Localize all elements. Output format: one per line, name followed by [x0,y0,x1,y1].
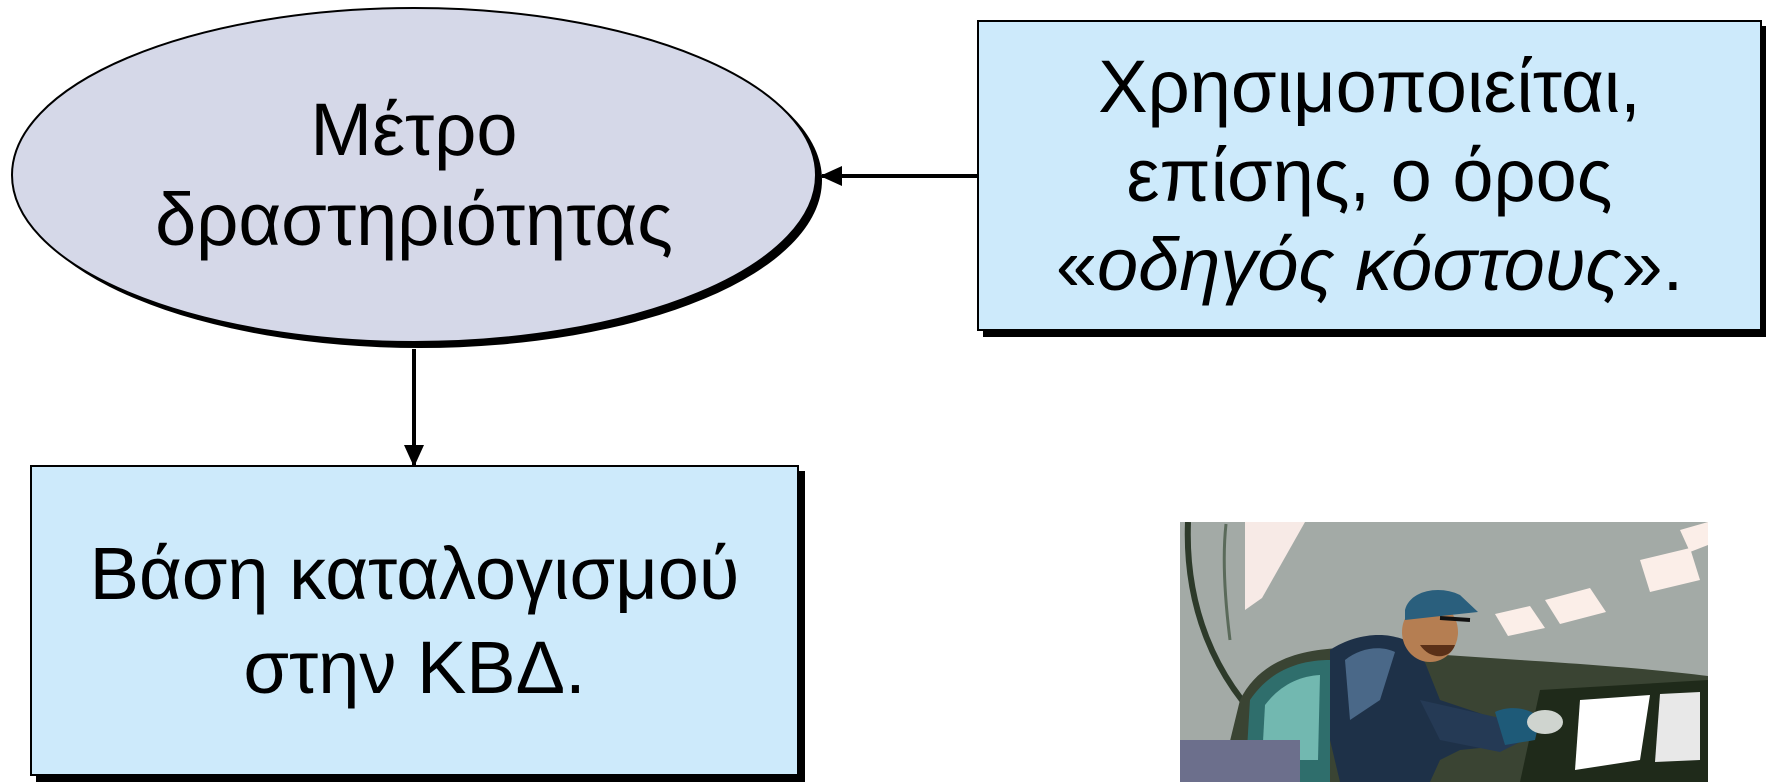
quote-open: « [1055,223,1098,306]
note-line1: Χρησιμοποιείται, [1098,45,1641,128]
quote-close: ». [1621,223,1684,306]
ellipse-label-line1: Μέτρο [310,88,518,171]
cost-driver-note-box: Χρησιμοποιείται, επίσης, ο όρος «οδηγός … [977,20,1762,331]
ellipse-label-line2: δραστηριότητας [155,178,673,261]
ellipse-label: Μέτρο δραστηριότητας [12,10,816,340]
note-line3: «οδηγός κόστους». [1056,220,1683,309]
allocation-line1: Βάση καταλογισμού [89,531,740,615]
note-line2: επίσης, ο όρος [1126,134,1613,217]
activity-measure-ellipse [11,7,822,348]
allocation-line2: στην ΚΒΔ. [243,625,586,709]
factory-worker-clipart [1180,522,1708,782]
allocation-basis-box: Βάση καταλογισμού στην ΚΒΔ. [30,465,799,776]
ellipse-body [11,7,817,343]
cost-driver-term: οδηγός κόστους [1097,223,1622,306]
